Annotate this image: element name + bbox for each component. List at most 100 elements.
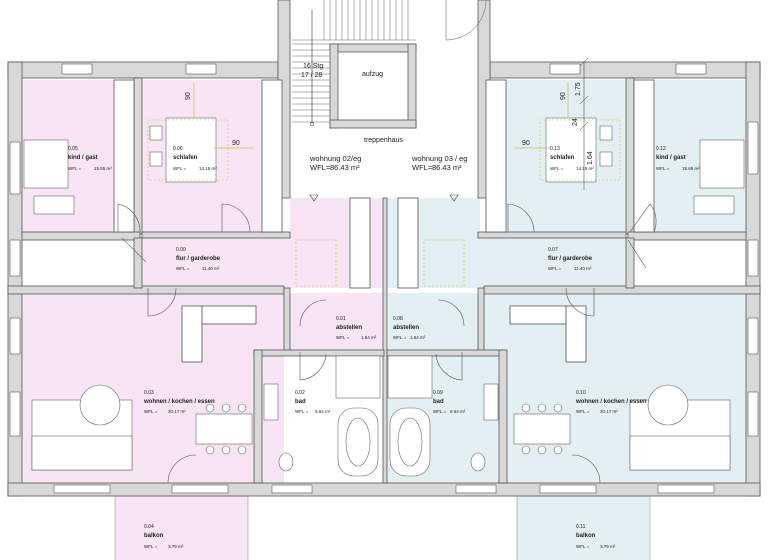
window-n4 xyxy=(675,63,707,75)
washbasin-03 xyxy=(483,383,499,421)
room-09-wfl: WFL = xyxy=(433,409,447,414)
room-06-area: 14.15 m² xyxy=(199,166,217,171)
room-11-area: 3.79 m² xyxy=(600,544,616,549)
room-03-area: 30.17 m² xyxy=(168,409,186,414)
dashed-outlines xyxy=(147,119,621,287)
room-10-area: 30.17 m² xyxy=(600,409,618,414)
wall-abst-03-right xyxy=(477,287,485,355)
door-bad-03 xyxy=(435,352,463,381)
window-n3 xyxy=(549,63,581,75)
room-02-area: 9.64 m² xyxy=(315,409,331,414)
desk-kind-02 xyxy=(33,195,75,215)
wall-closet-02b xyxy=(113,79,135,233)
wall-bed-flur-03 xyxy=(627,231,747,241)
window-e3 xyxy=(747,391,759,437)
wall-south xyxy=(7,482,761,497)
room-10-name: wohnen / kochen / essen xyxy=(575,399,647,405)
counter-02b xyxy=(201,305,257,325)
dim-90-a: 90 xyxy=(185,92,192,100)
shaft-03 xyxy=(397,197,419,289)
toilet-03 xyxy=(470,452,486,472)
dining-table-03 xyxy=(513,413,571,445)
balcony-outlines xyxy=(114,496,651,560)
bed-kind-03 xyxy=(699,139,745,189)
washbasin-02 xyxy=(263,383,279,421)
room-08-wfl: WFL = xyxy=(393,335,407,340)
table-round-03 xyxy=(647,384,689,426)
room-10-wfl: WFL = xyxy=(576,409,590,414)
doors xyxy=(117,203,657,484)
wall-kind-schlafen-02 xyxy=(133,77,143,235)
room-09-area: 9.64 m² xyxy=(450,409,466,414)
door-schlafen-02 xyxy=(221,203,251,233)
window-n1 xyxy=(61,63,93,75)
staircase xyxy=(292,0,487,127)
unit-03-wfl-label: WFL= xyxy=(412,163,433,172)
dim-stair-right xyxy=(579,57,589,190)
fill-abstellen-03 xyxy=(388,293,478,353)
bed-schlafen-02 xyxy=(165,117,217,183)
table-round-02 xyxy=(79,384,121,426)
wall-flur-east-03 xyxy=(625,237,635,289)
room-12-wfl: WFL = xyxy=(656,166,670,171)
bathtub-02-inner xyxy=(345,417,371,467)
room-04-wfl: WFL = xyxy=(144,544,158,549)
counter-03b xyxy=(509,305,567,325)
door-abst-02 xyxy=(299,299,327,327)
wall-flur-west-02 xyxy=(133,237,143,289)
wall-north-right xyxy=(489,61,761,79)
window-s5 xyxy=(539,484,597,494)
dim-164: 1.64 xyxy=(587,151,594,165)
room-01-name: abstellen xyxy=(336,325,362,331)
nightstand-03b xyxy=(599,151,613,167)
nightstand-02b xyxy=(149,151,163,167)
wall-bad-02-left xyxy=(253,349,263,484)
unit-03-entry-arrow xyxy=(449,194,459,202)
wall-flur-wohnen-03 xyxy=(483,285,761,295)
room-05-area: 15.65 m² xyxy=(94,166,112,171)
room-06-name: schlafen xyxy=(173,155,198,161)
wall-bad-03-top xyxy=(386,349,506,357)
nightstand-03a xyxy=(599,125,613,141)
room-00-area: 11.40 m² xyxy=(202,266,220,271)
wall-closet-03 xyxy=(485,79,507,233)
room-04-area: 3.79 m² xyxy=(168,544,184,549)
room-01-wfl: WFL = xyxy=(336,335,350,340)
door-south-03 xyxy=(571,454,601,484)
bathtub-03-inner xyxy=(397,417,423,467)
room-08-num: 0.08 xyxy=(393,316,403,322)
room-05-name: kind / gast xyxy=(68,155,98,161)
stair-ratio-label: 17 / 28 xyxy=(301,72,323,79)
dim-24: 24 xyxy=(572,118,579,126)
room-05-wfl: WFL = xyxy=(68,166,82,171)
door-flur-02 xyxy=(121,237,147,263)
door-flur-03 xyxy=(627,239,647,269)
door-south-02 xyxy=(167,454,197,484)
fill-balkon-03 xyxy=(517,496,650,560)
shower-03 xyxy=(387,355,433,399)
room-00-num: 0.00 xyxy=(176,247,186,253)
stair-walkline-start xyxy=(309,121,315,127)
window-e2 xyxy=(747,317,759,355)
bed-kind-02 xyxy=(23,139,69,189)
wall-bad-02-top xyxy=(253,349,385,357)
toilet-02 xyxy=(278,452,294,472)
door-kind-03 xyxy=(629,203,657,233)
room-13-wfl: WFL = xyxy=(550,166,564,171)
window-w2 xyxy=(9,317,21,355)
shaft-02 xyxy=(349,197,371,289)
wall-north-left xyxy=(7,61,279,79)
elevator-label: aufzug xyxy=(362,71,383,78)
room-08-name: abstellen xyxy=(393,325,419,331)
window-s4 xyxy=(455,484,497,494)
window-e1 xyxy=(747,121,759,175)
room-08-area: 1.64 m² xyxy=(410,335,426,340)
window-s1 xyxy=(53,484,111,494)
window-s3 xyxy=(271,484,313,494)
nightstand-02a xyxy=(149,125,163,141)
unit-02-title: wohnung 02/eg xyxy=(309,154,361,163)
door-wohnen-02 xyxy=(147,287,177,317)
room-09-name: bad xyxy=(433,399,444,405)
room-02-num: 0.02 xyxy=(295,390,305,396)
room-02-name: bad xyxy=(295,399,306,405)
